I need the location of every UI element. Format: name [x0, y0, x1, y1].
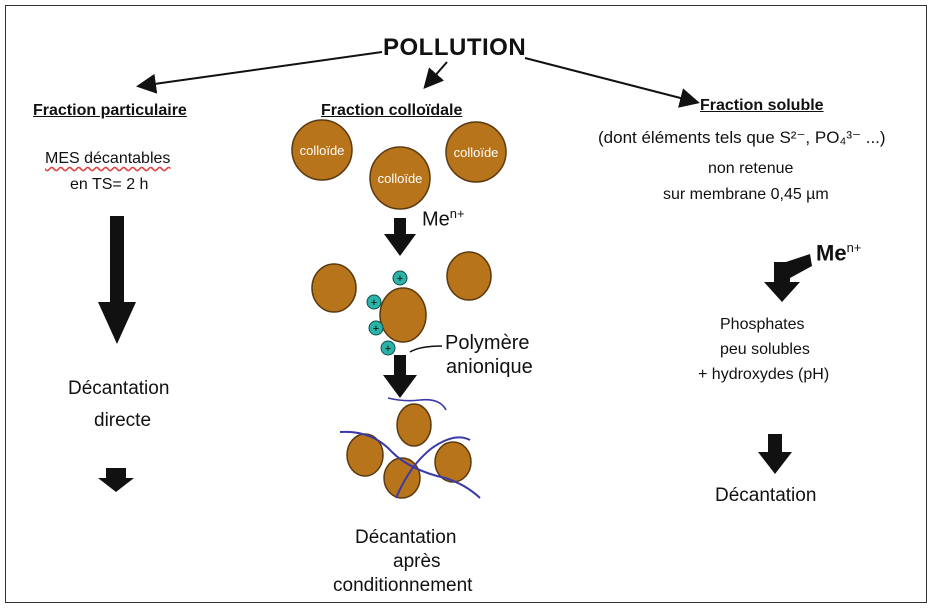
heading-colloidale: Fraction colloïdale	[321, 102, 463, 119]
charge-icon-4: +	[380, 340, 396, 356]
arrow-soluble-curved	[764, 254, 812, 302]
colloidale-result-line1: Décantation	[355, 527, 457, 548]
soluble-desc-line1: (dont éléments tels que S²⁻, PO₄³⁻ ...)	[598, 128, 886, 147]
reagent-me-soluble: Men+	[816, 240, 862, 266]
particulaire-result-line2: directe	[94, 410, 152, 431]
diagram-frame	[5, 5, 927, 603]
floc-cluster	[339, 397, 481, 499]
colloid-top-right: colloïde	[445, 121, 507, 183]
particulaire-line1: MES décantables	[45, 150, 171, 167]
diagram-title: POLLUTION	[383, 34, 527, 61]
arrow-to-colloidale	[423, 61, 448, 90]
colloid-mid-right	[446, 251, 492, 301]
svg-text:+: +	[371, 297, 377, 309]
reagent-polymere-line2: anionique	[446, 356, 533, 378]
svg-text:+: +	[373, 323, 379, 335]
charge-icon-2: +	[366, 294, 382, 310]
colloid-mid-center	[379, 287, 427, 343]
arrow-particulaire-small	[98, 468, 134, 492]
colloid-label-3: colloïde	[454, 145, 499, 160]
arrow-to-soluble	[524, 57, 700, 108]
colloid-label-2: colloïde	[378, 171, 423, 186]
colloid-mid-left	[311, 263, 357, 313]
colloid-top-middle: colloïde	[369, 146, 431, 210]
reagent-polymere-line1: Polymère	[445, 332, 530, 354]
arrow-particulaire-long	[98, 216, 136, 344]
charge-icon-3: +	[368, 320, 384, 336]
particulaire-result-line1: Décantation	[68, 378, 170, 399]
heading-particulaire: Fraction particulaire	[33, 102, 187, 119]
colloidale-result-line3: conditionnement	[333, 575, 473, 596]
svg-text:+: +	[397, 273, 403, 285]
soluble-result: Décantation	[715, 485, 817, 506]
charge-icon-1: +	[392, 270, 408, 286]
soluble-desc-line2: non retenue	[708, 160, 794, 177]
soluble-desc-line3: sur membrane 0,45 µm	[663, 186, 829, 203]
polymere-curve-arrow	[409, 345, 443, 353]
svg-text:+: +	[385, 343, 391, 355]
colloidale-result-line2: après	[393, 551, 441, 572]
colloid-label-1: colloïde	[300, 143, 345, 158]
heading-soluble: Fraction soluble	[700, 97, 824, 114]
particulaire-line2: en TS= 2 h	[70, 176, 149, 193]
soluble-product-line3: + hydroxydes (pH)	[698, 366, 830, 383]
arrow-colloidale-2	[383, 355, 417, 398]
arrow-soluble-down	[758, 434, 792, 474]
reagent-me-colloidale: Men+	[422, 206, 465, 231]
arrow-to-particulaire	[136, 51, 383, 94]
soluble-product-line1: Phosphates	[720, 316, 805, 333]
soluble-product-line2: peu solubles	[720, 341, 810, 358]
colloid-top-left: colloïde	[291, 119, 353, 181]
arrow-colloidale-1	[384, 218, 416, 256]
